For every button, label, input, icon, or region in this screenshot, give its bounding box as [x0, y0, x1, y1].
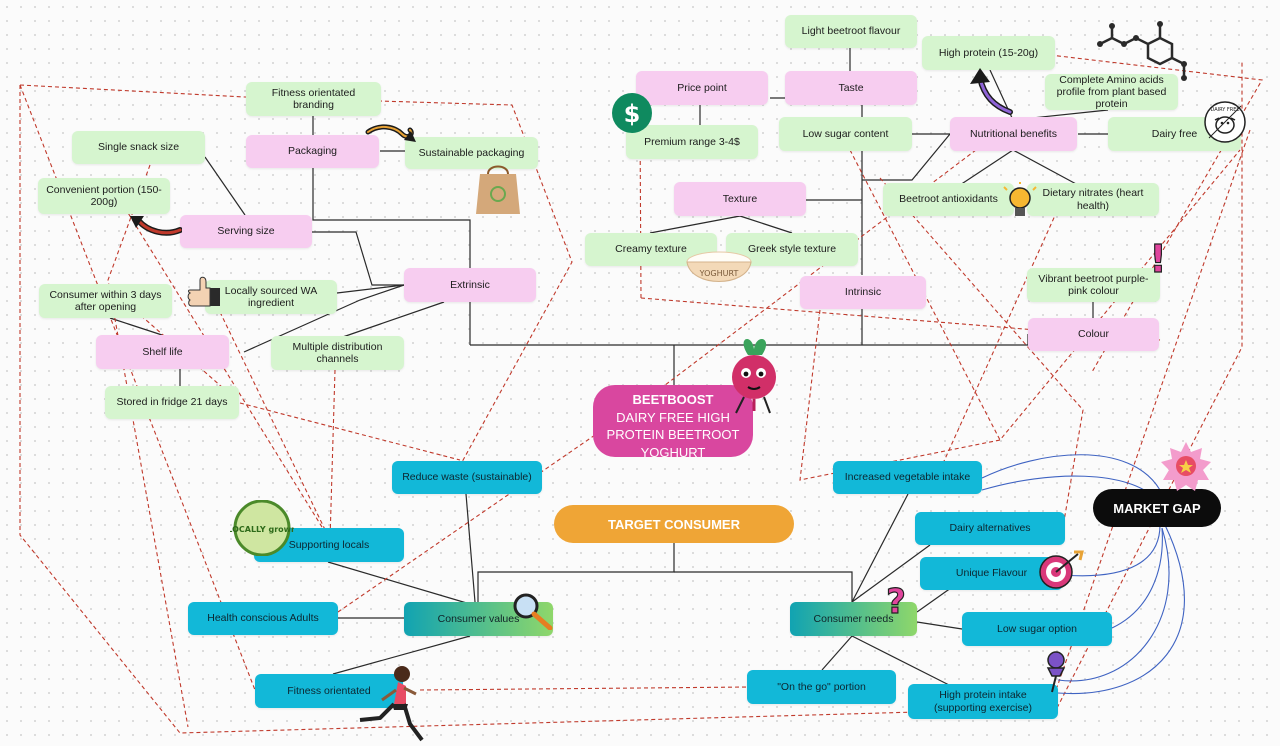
dairy-alternatives-node[interactable]: Dairy alternatives [915, 512, 1065, 545]
question-symbol: ? [886, 583, 906, 619]
nutritional-benefits-node[interactable]: Nutritional benefits [950, 117, 1077, 151]
dollar-icon: $ [612, 93, 652, 133]
beetroot-mascot-icon [732, 338, 776, 414]
locally-grown-badge-icon: LOCALLY grown [230, 500, 294, 556]
recycle-bag-icon [476, 165, 520, 214]
low-sugar-option-node[interactable]: Low sugar option [962, 612, 1112, 646]
magnifier-icon [513, 593, 553, 630]
vibrant-colour-node[interactable]: Vibrant beetroot purple-pink colour [1027, 268, 1160, 302]
question-mark-icon: ? [886, 583, 907, 619]
red-arrow-icon [130, 216, 182, 236]
runner-icon [359, 666, 424, 742]
convenient-portion-node[interactable]: Convenient portion (150-200g) [38, 178, 170, 214]
center-title: BEETBOOST [632, 392, 714, 407]
locally-sourced-node[interactable]: Locally sourced WA ingredient [205, 280, 337, 314]
price-point-node[interactable]: Price point [636, 71, 768, 105]
premium-range-node[interactable]: Premium range 3-4$ [626, 125, 758, 159]
push-pin-icon [1046, 651, 1066, 693]
on-the-go-node[interactable]: "On the go" portion [747, 670, 896, 704]
locally-badge-text: LOCALLY grown [230, 525, 294, 534]
sustainable-packaging-node[interactable]: Sustainable packaging [405, 137, 538, 169]
single-snack-node[interactable]: Single snack size [72, 131, 205, 164]
consume-3-days-node[interactable]: Consumer within 3 days after opening [39, 284, 172, 318]
center-subtitle: DAIRY FREE HIGH PROTEIN BEETROOT YOGHURT [606, 409, 740, 460]
distribution-node[interactable]: Multiple distribution channels [271, 336, 404, 370]
yoghurt-bowl-icon: YOGHURT [686, 251, 752, 282]
amino-acids-node[interactable]: Complete Amino acids profile from plant … [1045, 74, 1178, 110]
extrinsic-node[interactable]: Extrinsic [404, 268, 536, 302]
stored-fridge-node[interactable]: Stored in fridge 21 days [105, 386, 239, 419]
yoghurt-label: YOGHURT [699, 269, 739, 278]
center-product-node[interactable]: BEETBOOST DAIRY FREE HIGH PROTEIN BEETRO… [593, 385, 753, 460]
up-arrow-icon [970, 68, 1013, 115]
antioxidants-node[interactable]: Beetroot antioxidants [883, 183, 1014, 216]
high-protein-intake-node[interactable]: High protein intake (supporting exercise… [908, 684, 1058, 719]
molecule-icon [1097, 21, 1187, 81]
reduce-waste-node[interactable]: Reduce waste (sustainable) [392, 461, 542, 494]
health-adults-node[interactable]: Health conscious Adults [188, 602, 338, 635]
target-dart-icon [1039, 550, 1084, 589]
curly-arrow-icon [365, 124, 416, 142]
dairy-free-badge-icon: DAIRY FREE [1204, 101, 1246, 143]
thumbs-up-icon [187, 276, 220, 307]
nitrates-node[interactable]: Dietary nitrates (heart health) [1027, 183, 1159, 216]
packaging-node[interactable]: Packaging [246, 135, 379, 168]
high-protein-node[interactable]: High protein (15-20g) [922, 36, 1055, 70]
unique-flavour-node[interactable]: Unique Flavour [920, 557, 1063, 590]
fitness-orientated-node[interactable]: Fitness orientated [255, 674, 403, 708]
market-gap-node[interactable]: MARKET GAP [1093, 489, 1221, 527]
greek-texture-node[interactable]: Greek style texture [726, 233, 858, 266]
colour-node[interactable]: Colour [1028, 318, 1159, 351]
vegetable-intake-node[interactable]: Increased vegetable intake [833, 461, 982, 494]
exclamation-icon: ! [1149, 238, 1168, 278]
award-badge-icon [1161, 442, 1211, 491]
consumer-needs-node[interactable]: Consumer needs [790, 602, 917, 636]
light-beetroot-node[interactable]: Light beetroot flavour [785, 15, 917, 48]
shelf-life-node[interactable]: Shelf life [96, 335, 229, 369]
serving-size-node[interactable]: Serving size [180, 215, 312, 248]
taste-node[interactable]: Taste [785, 71, 917, 105]
fitness-branding-node[interactable]: Fitness orientated branding [246, 82, 381, 116]
texture-node[interactable]: Texture [674, 182, 806, 216]
low-sugar-content-node[interactable]: Low sugar content [779, 117, 912, 151]
dairy-free-badge-text: DAIRY FREE [1210, 107, 1239, 113]
target-consumer-node[interactable]: TARGET CONSUMER [554, 505, 794, 543]
lightbulb-icon [1003, 182, 1037, 216]
intrinsic-node[interactable]: Intrinsic [800, 276, 926, 309]
exclamation-symbol: ! [1149, 238, 1166, 278]
dollar-symbol: $ [624, 100, 641, 128]
